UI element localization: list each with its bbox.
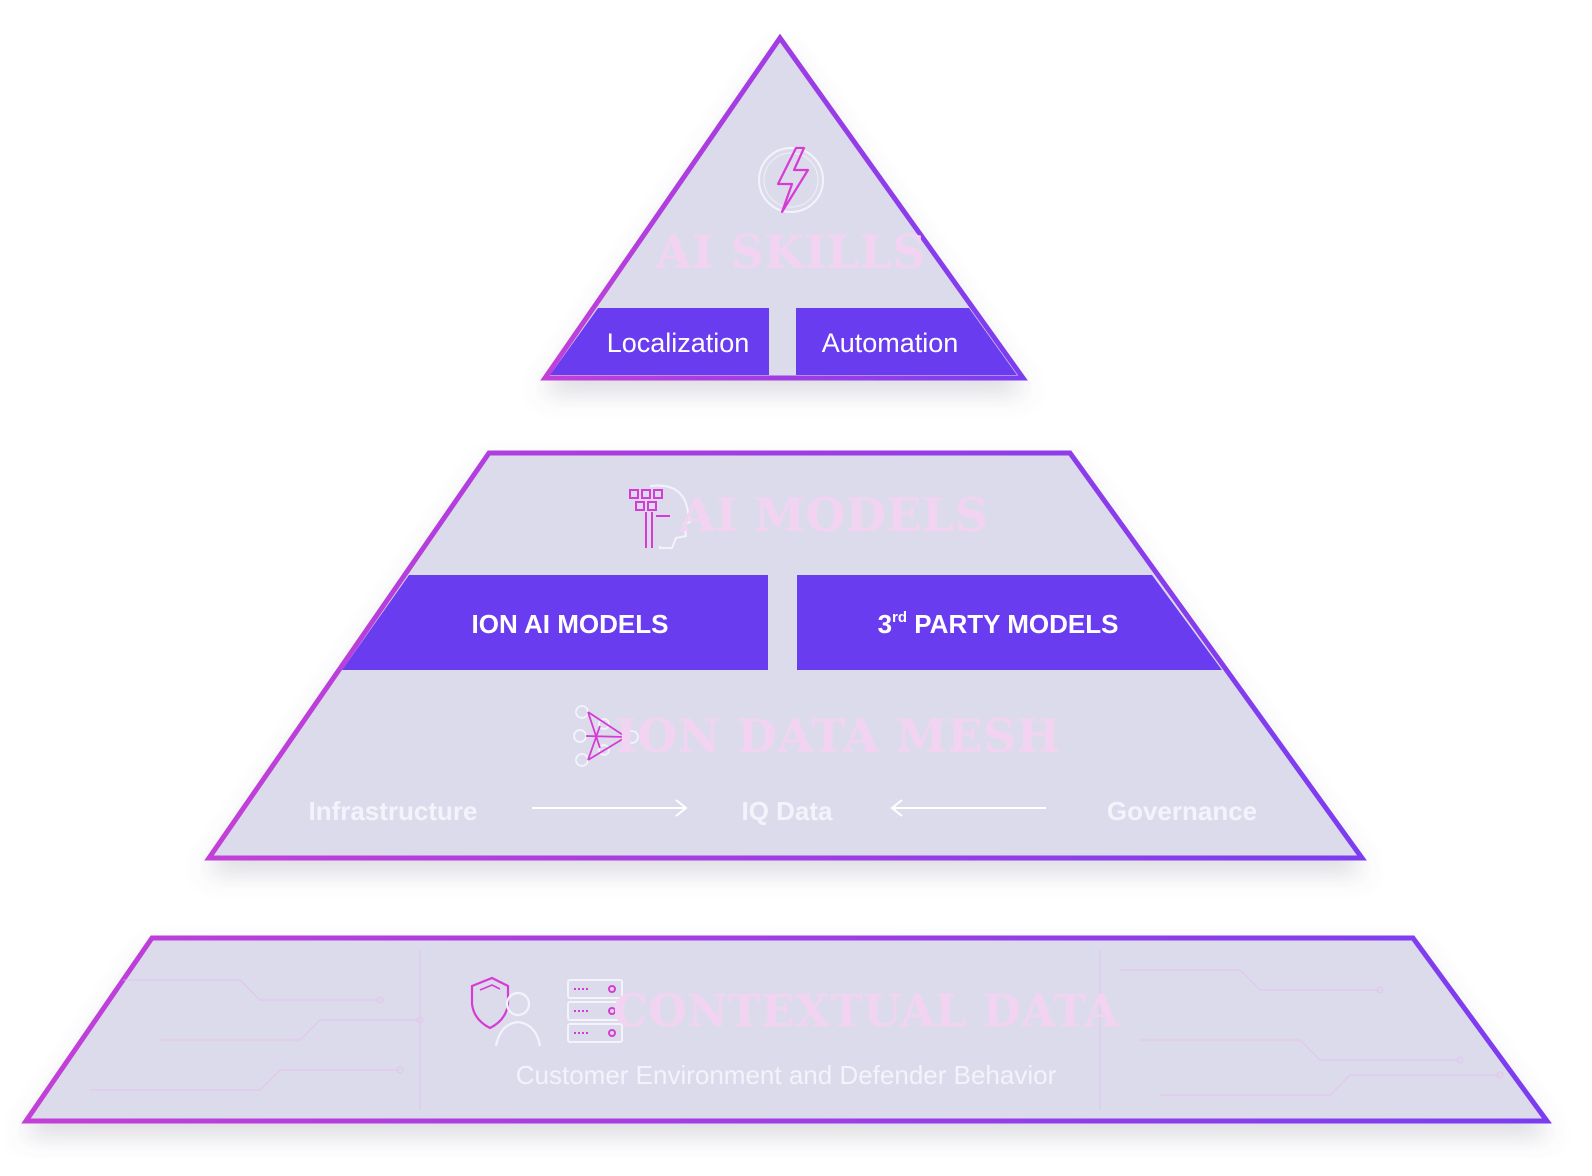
arrow-up-center-icon <box>774 870 804 922</box>
governance-label: Governance <box>1107 796 1257 826</box>
shield-person-icon <box>470 976 542 1047</box>
models-mesh-tier: ION AI MODELS 3rd PARTY MODELS AI MODELS… <box>204 450 1367 861</box>
contextual-data-shape <box>21 935 1552 1124</box>
neural-network-icon <box>573 705 639 767</box>
upward-arrows-upper <box>663 388 905 440</box>
brain-circuit-head-icon <box>629 484 692 549</box>
automation-label: Automation <box>822 328 959 358</box>
third-party-models-label: 3rd PARTY MODELS <box>878 609 1119 639</box>
iq-data-label: IQ Data <box>741 796 833 826</box>
third-party-models-box <box>797 575 1222 670</box>
localization-label: Localization <box>607 328 750 358</box>
arrow-up-automation-icon <box>875 388 905 440</box>
arrow-up-left-icon <box>392 870 422 922</box>
arrow-up-localization-icon <box>663 388 693 440</box>
lightning-bolt-icon <box>758 146 824 214</box>
automation-box <box>796 308 1017 375</box>
server-rack-icon <box>567 979 623 1043</box>
ion-ai-models-box <box>342 575 768 670</box>
ai-skills-tier: Localization Automation AI SKILLS <box>540 33 1028 381</box>
circuit-pattern <box>90 950 1504 1110</box>
contextual-data-tier: CONTEXTUAL DATA Customer Environment and… <box>21 935 1552 1124</box>
arrow-right-icon <box>532 799 688 817</box>
contextual-data-title: CONTEXTUAL DATA <box>613 986 1119 1037</box>
localization-box <box>550 308 769 375</box>
ion-data-mesh-title: ION DATA MESH <box>615 709 1060 763</box>
models-mesh-shape <box>204 450 1367 861</box>
arrow-left-icon <box>890 799 1046 817</box>
infrastructure-label: Infrastructure <box>308 796 477 826</box>
upward-arrows-lower <box>392 870 1181 922</box>
ai-models-title: AI MODELS <box>678 488 988 542</box>
ion-ai-models-label: ION AI MODELS <box>472 609 669 639</box>
ai-skills-title: AI SKILLS <box>655 225 926 279</box>
contextual-data-subtitle: Customer Environment and Defender Behavi… <box>516 1060 1057 1090</box>
arrow-up-right-icon <box>1151 870 1181 922</box>
